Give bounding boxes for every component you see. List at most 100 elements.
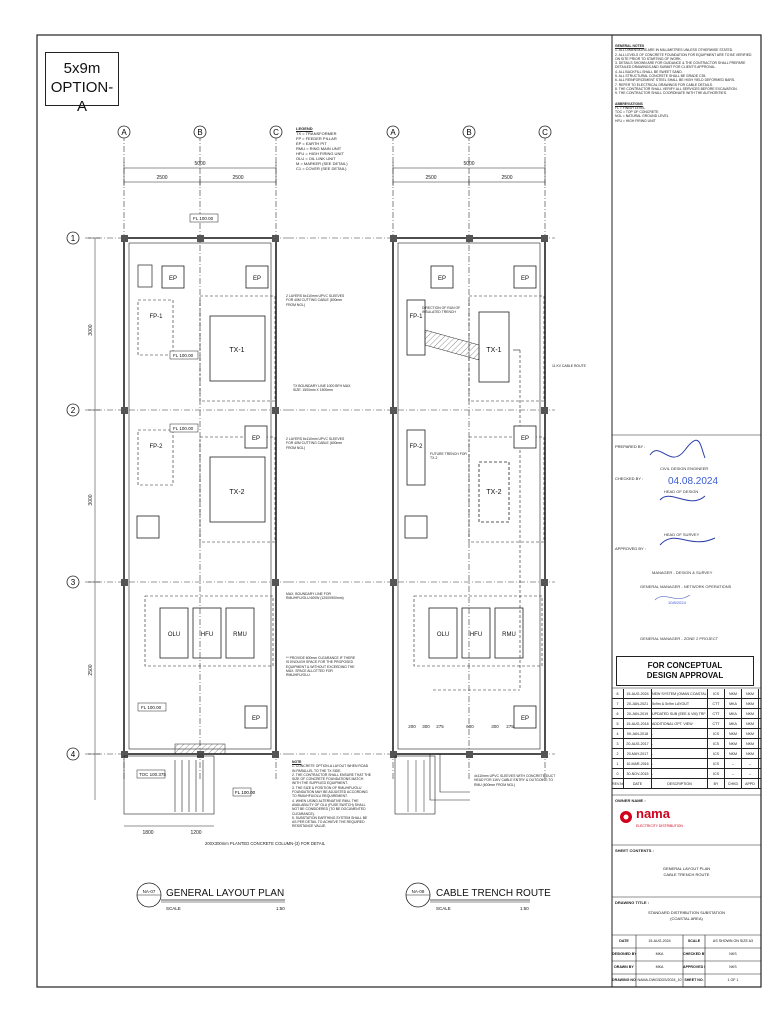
fp1-label: FP-1 [149,314,163,320]
grid-label-c-left: C [273,128,279,137]
revision-cell: MKA [725,699,742,708]
grid-label-1: 1 [71,234,76,243]
fl-top: FL 100.00 [193,216,214,221]
legend-item: EP = EARTH PIT [296,141,327,146]
revision-cell: BY [708,779,725,788]
info-cell: 1 OF 1 [727,978,739,982]
fl-tag-lower [169,423,199,433]
gm-signature [654,594,691,601]
note-upvc-sleeves: 4x110mm UPVC SLEEVES WITH CONCRETE DUCT … [474,774,556,787]
prepared-role: CIVIL DESIGN ENGINEER [660,466,709,471]
revision-cell: NKM [725,689,742,698]
info-cell: DESIGNED BY [612,952,636,956]
dim-row2: 3000 [88,494,94,505]
top-dimensions [123,162,546,186]
grid-label-3: 3 [71,578,76,587]
gm1-date: 10/8/2024 [668,600,686,605]
conceptual-approval-box: FOR CONCEPTUAL DESIGN APPROVAL [616,656,754,686]
r-ep-label-1: EP [438,276,446,282]
note-item: 3. THE SIZE & POSITION OF RMU/HFU/OLU FO… [292,785,368,799]
option-size: 5x9m [63,60,101,77]
revision-cell: ICS [708,759,725,768]
left-plan-earth-pits [136,265,269,729]
fl-lower: FL 100.00 [173,426,194,431]
general-note-line: 4. ALL BACKFILL SHALL BE SWEET SAND. [615,69,683,74]
fl-tag-mid [169,350,199,360]
revision-cell: - [652,729,708,738]
revision-cell: 10-MAR-2016 [624,759,652,768]
left-plan-equipment [137,264,276,667]
option-name: OPTION-A [50,79,114,115]
info-cell: DATE [619,939,629,943]
revision-cell: CTT [708,719,725,728]
revision-cell: NKM [742,739,759,748]
checked-role: HEAD OF DESIGN [664,489,699,494]
grid-bubble-3 [66,575,80,589]
approved-label: APPROVED BY : [615,546,646,551]
revision-cell: 20-JAN-2021 [624,699,652,708]
r-ep-label-2: EP [521,276,529,282]
reviewed-role: HEAD OF SURVEY [664,532,700,537]
r-fp1-label: FP-1 [409,314,423,320]
gm1-role: GENERAL MANAGER - NETWORK OPERATIONS [640,584,732,589]
info-cell: DRAWN BY [614,965,634,969]
grid-lines-left [85,135,288,780]
toc-label: TOC 100.375 [139,772,166,777]
revision-cell: 1 [612,759,624,768]
revision-cell: - [652,769,708,778]
notes-title: NOTE [292,760,302,764]
revision-cell: NKM [742,729,759,738]
info-cell: SHEET NO. [684,978,704,982]
nama-logo [620,811,632,823]
note-clearance: ** PROVIDE 600mm CLEARANCE IF THERE IS E… [286,656,356,678]
general-note-line: 5. ALL STRUCTURAL CONCRETE SHALL BE GRAD… [615,74,707,79]
r-tx2-label: TX-2 [486,489,501,496]
abbrev-line: HFU = HIGH FIRING UNIT [615,118,656,123]
revision-cell: -- [725,769,742,778]
dim-1800: 1800 [142,830,153,836]
legend-item: HFU = HIGH FIRING UNIT [296,151,344,156]
checked-label: CHECKED BY : [615,476,644,481]
info-cell: APPROVED BY [683,965,705,969]
dim-row1: 3000 [88,324,94,335]
fp2-label: FP-2 [149,444,163,450]
toc-tag [136,769,166,779]
revision-cell: NKM [725,749,742,758]
revision-cell: ICS [708,739,725,748]
revision-cell: NKM [725,729,742,738]
revision-cell: CHKD [725,779,742,788]
owner-label: OWNER NAME : [615,798,646,803]
dim-2500-right-a: 2500 [425,175,436,181]
revision-cell: APPD [742,779,759,788]
r-olu-label: OLU [437,632,449,638]
grid-bubble-2 [66,403,80,417]
grid-lines-right [288,135,555,780]
r-ep-label-3: EP [521,436,529,442]
revision-cell: 7 [612,699,624,708]
concept-line2: DESIGN APPROVAL [646,671,724,680]
grid-bubble-b-right [462,125,476,139]
tx2-label: TX-2 [229,489,244,496]
info-cell: NAMA-DWG/DDS/2024_10 [637,978,682,982]
legend: LEGEND TX = TRANSFORMER FP = FEEDER PILL… [296,126,386,171]
revision-cell: -- [742,759,759,768]
rmu-label: RMU [233,632,247,638]
checked-date: 04.08.2024 [668,476,719,487]
ep-label-2: EP [253,276,261,282]
revision-cell: MKA [725,719,742,728]
hfu-label: HFU [201,632,213,638]
revision-cell: CTT [708,709,725,718]
general-note-line: 1. ALL DIMENSIONS ARE IN MILLIMETRES UNL… [615,48,734,53]
revision-cell: -- [742,769,759,778]
r-fp2-label: FP-2 [409,444,423,450]
dim-row3: 2500 [88,664,94,675]
notes-block: NOTE 1. CONCRETE OPTION-A LAYOUT WHEN RO… [292,760,372,829]
sheet-contents-2: CABLE TRENCH ROUTE [663,872,710,877]
abbrev-title: ABBREVIATIONS [615,101,643,106]
revision-cell: - [652,749,708,758]
